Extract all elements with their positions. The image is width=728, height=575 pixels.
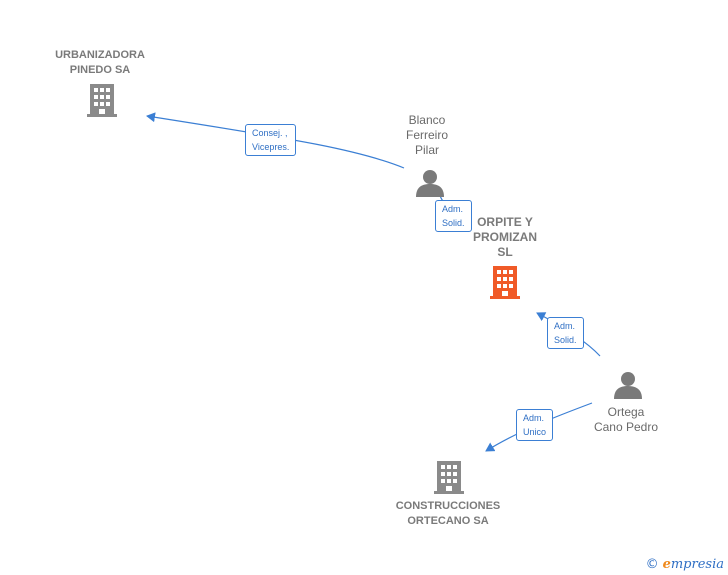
brand-name: mpresia	[670, 557, 724, 572]
building-icon-orpite[interactable]	[490, 266, 520, 299]
node-label-ortega[interactable]: Ortega Cano Pedro	[593, 405, 659, 434]
building-icon-construcciones[interactable]	[434, 461, 464, 494]
copyright-icon: ©	[645, 557, 659, 572]
building-icon-urbanizadora[interactable]	[87, 84, 117, 117]
edge-label-adm-solid-blanco: Adm. Solid.	[435, 200, 472, 232]
edge-label-consej-vicepres: Consej. , Vicepres.	[245, 124, 297, 156]
node-label-urbanizadora[interactable]: URBANIZADORA PINEDO SA	[55, 49, 145, 76]
person-icon-ortega[interactable]	[614, 372, 642, 399]
edge-label-adm-solid-ortega: Adm. Solid.	[547, 317, 584, 349]
node-label-orpite[interactable]: ORPITE Y PROMIZAN SL	[473, 215, 537, 259]
brand-logo[interactable]: ©empresia	[646, 557, 724, 572]
edge-blanco-urbanizadora	[146, 112, 405, 169]
node-label-construcciones[interactable]: CONSTRUCCIONES ORTECANO SA	[395, 500, 501, 527]
node-label-blanco[interactable]: Blanco Ferreiro Pilar	[405, 113, 448, 157]
brand-initial: e	[662, 557, 671, 572]
person-icon-blanco[interactable]	[416, 170, 444, 197]
edge-label-adm-unico: Adm. Unico	[516, 409, 554, 441]
